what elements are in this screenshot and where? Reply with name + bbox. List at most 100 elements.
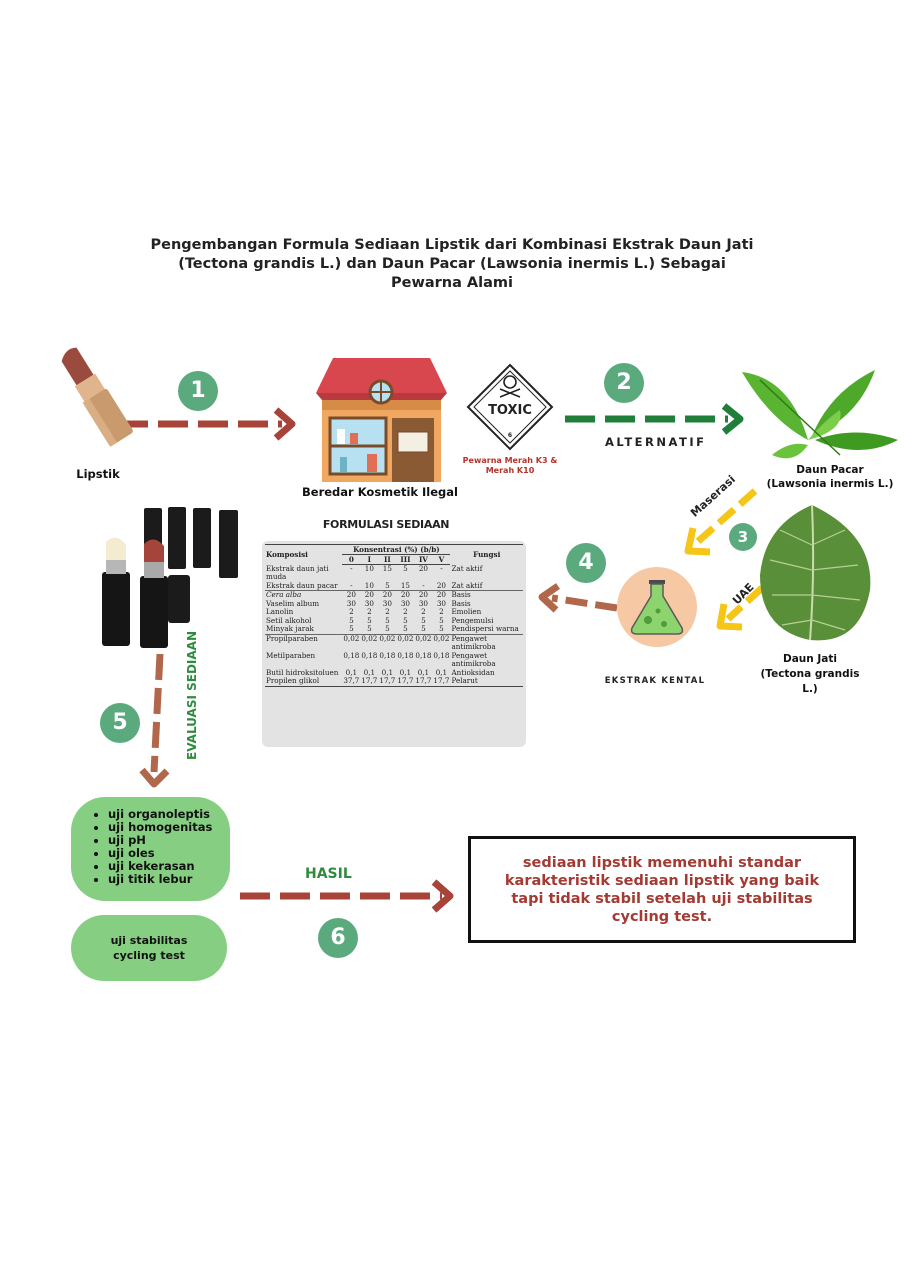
test-item: uji organoleptis (108, 808, 212, 821)
arrow-lipstik-to-shop (118, 407, 296, 441)
lipstick-icon (61, 347, 133, 447)
stability-text: uji stabilitas cycling test (110, 934, 188, 962)
table-cell-value: 15 (400, 580, 410, 590)
hasil-label: HASIL (305, 866, 352, 882)
arrow-maserasi (684, 488, 758, 556)
table-cell-fungsi: Zat aktif (451, 563, 483, 573)
table-header-konsentrasi: Konsentrasi (%) (b/b) (342, 544, 451, 555)
table-cell-fungsi: Antioksidan (451, 667, 495, 677)
table-cell-value: - (350, 580, 353, 590)
table-cell-komposisi: Minyak jarak (266, 624, 314, 633)
table-level-header: I (360, 554, 379, 565)
step-1-badge: 1 (178, 371, 218, 411)
alternatif-label: ALTERNATIF (605, 435, 707, 449)
table-cell-value: 0,02 (432, 633, 451, 652)
tests-pill (71, 797, 230, 901)
table-cell-value: 5 (367, 615, 372, 625)
table-cell-value: 10 (364, 580, 374, 590)
table-cell-value: 20 (432, 590, 451, 600)
table-cell-value: 0,18 (361, 650, 378, 660)
evaluasi-sediaan-label: EVALUASI SEDIAAN (185, 630, 199, 760)
table-header-fungsi: Fungsi (450, 544, 523, 565)
test-item: uji titik lebur (108, 873, 212, 886)
stability-pill: uji stabilitas cycling test (71, 915, 227, 981)
step-2-badge: 2 (604, 363, 644, 403)
table-cell-value: 20 (418, 564, 428, 573)
table-cell-komposisi: Vaselim album (266, 598, 320, 608)
table-cell-value: 0,18 (397, 650, 414, 660)
table-cell-value: 17,7 (378, 676, 397, 687)
table-header-komposisi: Komposisi (265, 544, 343, 565)
daun-pacar-leaves-icon (742, 370, 898, 459)
table-cell-value: 0,02 (360, 633, 379, 652)
step-3-badge: 3 (729, 523, 757, 551)
table-cell-komposisi: Propilen glikol (265, 676, 343, 687)
table-cell-value: - (440, 564, 443, 573)
shop-label: Beredar Kosmetik Ilegal (302, 485, 458, 499)
table-cell-value: 20 (342, 590, 361, 600)
table-cell-value: 5 (403, 624, 408, 633)
arrow-uae (716, 585, 765, 631)
toxic-class-number: 6 (507, 432, 513, 439)
result-text: sediaan lipstik memenuhi standar karakte… (504, 854, 820, 925)
table-cell-fungsi: Pendispersi warna (451, 624, 519, 633)
table-level-header: IV (414, 554, 433, 565)
table-cell-value: 0,1 (435, 667, 448, 677)
table-cell-komposisi: Butil hidroksitoluen (266, 667, 339, 677)
table-cell-value: 5 (349, 624, 354, 633)
table-cell-value: 5 (421, 615, 426, 625)
table-cell-value: 20 (378, 590, 397, 600)
lipstik-label: Lipstik (76, 467, 120, 481)
table-cell-value: 15 (382, 564, 392, 573)
table-cell-value: 17,7 (414, 676, 433, 687)
tests-list: uji organoleptisuji homogenitasuji pHuji… (108, 808, 212, 886)
table-cell-komposisi: Ekstrak daun jati muda (266, 563, 329, 581)
table-cell-value: - (422, 580, 425, 590)
toxic-sign-text: TOXIC (488, 403, 532, 418)
table-cell-value: 17,7 (360, 676, 379, 687)
table-cell-value: 17,7 (396, 676, 415, 687)
arrow-toxic-to-daun-pacar (565, 403, 744, 435)
table-cell-value: 30 (418, 598, 428, 608)
ekstrak-kental-label: EKSTRAK KENTAL (604, 676, 706, 686)
table-cell-value: 0,1 (381, 667, 394, 677)
table-cell-fungsi: Zat aktif (451, 580, 483, 590)
table-cell-value: 30 (436, 598, 446, 608)
table-cell-value: 5 (385, 580, 390, 590)
table-cell-komposisi: Setil alkohol (266, 615, 312, 625)
table-cell-value: 30 (364, 598, 374, 608)
table-cell-value: 2 (349, 607, 354, 616)
table-cell-value: 5 (349, 615, 354, 625)
table-cell-value: 0,18 (343, 650, 360, 660)
table-cell-fungsi: Pengawet antimikroba (450, 633, 523, 652)
table-cell-value: 2 (367, 607, 372, 616)
table-cell-value: 0,18 (433, 650, 450, 660)
table-cell-fungsi: Basis (450, 590, 523, 600)
table-cell-fungsi: Pengawet antimikroba (451, 650, 496, 668)
table-cell-value: 30 (382, 598, 392, 608)
flask-icon (617, 567, 697, 647)
table-cell-value: 0,02 (378, 633, 397, 652)
table-cell-value: - (350, 564, 353, 573)
table-cell-komposisi: Lanolin (266, 607, 294, 616)
table-cell-value: 20 (360, 590, 379, 600)
table-cell-value: 2 (421, 607, 426, 616)
table-cell-value: 0,18 (379, 650, 396, 660)
table-cell-value: 0,02 (414, 633, 433, 652)
page-title: Pengembangan Formula Sediaan Lipstik dar… (150, 237, 754, 291)
table-cell-komposisi: Ekstrak daun pacar (266, 580, 338, 590)
table-cell-value: 5 (421, 624, 426, 633)
table-cell-value: 20 (414, 590, 433, 600)
step-5-badge: 5 (100, 703, 140, 743)
test-item: uji pH (108, 834, 212, 847)
table-level-header: V (432, 554, 451, 565)
